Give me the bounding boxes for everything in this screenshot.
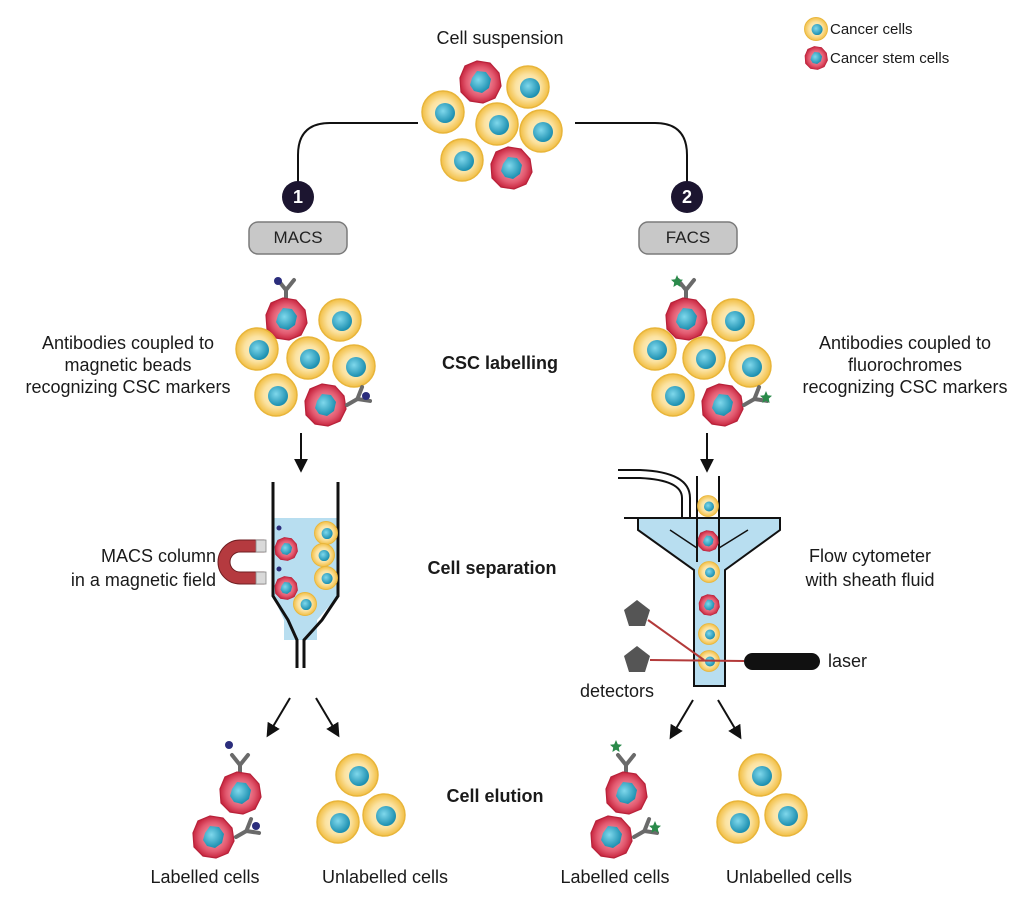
magnetic-bead-icon: [362, 392, 370, 400]
cancer-cell: [716, 800, 760, 844]
facs-labelling-desc-line-3: recognizing CSC markers: [802, 377, 1008, 397]
facs-box: [638, 221, 738, 255]
arrow-icon: [717, 699, 742, 740]
magnetic-bead-icon: [225, 741, 233, 749]
cancer-cell: [506, 65, 550, 109]
detector-icon: [624, 600, 650, 626]
cancer-cell: [421, 90, 465, 134]
macs-labelled-cells: [192, 741, 262, 859]
cancer-cell: [651, 373, 695, 417]
cancer-cell: [633, 327, 677, 371]
facs-labelled-cells: [590, 740, 661, 859]
facs-label: FACS: [665, 228, 711, 247]
macs-separation-desc-line-2: in a magnetic field: [70, 570, 216, 590]
cancer-cell: [254, 373, 298, 417]
cancer-cell: [318, 298, 362, 342]
cancer-stem-cell: [459, 60, 502, 104]
arrow-icon: [315, 697, 340, 738]
macs-box: [248, 221, 348, 255]
flow-cytometer: [618, 469, 820, 687]
cancer-cell: [728, 344, 772, 388]
cancer-stem-cell: [590, 815, 633, 859]
facs-unlabelled-caption: Unlabelled cells: [725, 867, 853, 887]
stage-csc-labelling: CSC labelling: [441, 353, 558, 373]
cancer-stem-cell: [701, 383, 744, 427]
facs-separation-desc-line-1: Flow cytometer: [808, 546, 932, 566]
cell-suspension-cluster: [421, 60, 563, 190]
cancer-stem-cell: [665, 297, 708, 341]
cancer-cell: [698, 623, 720, 645]
cancer-cell: [764, 793, 808, 837]
cancer-cell: [697, 495, 719, 517]
macs-labelling-cluster: [235, 277, 376, 427]
macs-labelled-caption: Labelled cells: [150, 867, 260, 887]
arrow-icon: [266, 697, 291, 738]
cancer-cell: [440, 138, 484, 182]
facs-labelling-desc-line-1: Antibodies coupled to: [818, 333, 992, 353]
laser-icon: [744, 653, 820, 670]
cancer-cell: [286, 336, 330, 380]
laser-label: laser: [828, 651, 868, 671]
cancer-cell-icon: [804, 17, 828, 41]
cancer-cell: [314, 521, 338, 545]
step-2-circle: [671, 181, 703, 213]
cancer-cell: [698, 561, 720, 583]
cancer-cell: [711, 298, 755, 342]
cancer-stem-cell: [490, 146, 533, 190]
step-1-circle: [282, 181, 314, 213]
macs-unlabelled-cells: [316, 753, 406, 844]
cancer-cell: [519, 109, 563, 153]
cancer-cell: [475, 102, 519, 146]
stage-cell-elution: Cell elution: [446, 786, 544, 806]
fluorochrome-icon: [610, 740, 622, 752]
macs-labelling-desc-line-2: magnetic beads: [64, 355, 192, 375]
cancer-stem-cell: [605, 771, 648, 815]
macs-labelling-desc-line-1: Antibodies coupled to: [41, 333, 215, 353]
cancer-stem-cell: [304, 383, 347, 427]
cancer-cell: [293, 592, 317, 616]
cancer-cell: [682, 336, 726, 380]
magnetic-bead-icon: [252, 822, 260, 830]
arrow-icon: [669, 699, 694, 740]
cancer-stem-cell: [219, 771, 262, 815]
cancer-cell: [332, 344, 376, 388]
macs-labelling-desc-line-3: recognizing CSC markers: [25, 377, 231, 397]
facs-unlabelled-cells: [716, 753, 808, 844]
macs-column: [271, 482, 340, 668]
connector-facs: [575, 122, 688, 183]
facs-separation-desc-line-2: with sheath fluid: [805, 570, 935, 590]
step-1-number: 1: [292, 187, 303, 207]
stage-cell-separation: Cell separation: [427, 558, 557, 578]
cancer-cell: [335, 753, 379, 797]
cancer-cell: [316, 800, 360, 844]
facs-labelling-desc-line-2: fluorochromes: [847, 355, 963, 375]
macs-label: MACS: [273, 228, 323, 247]
step-2-number: 2: [681, 187, 692, 207]
facs-labelling-cluster: [633, 275, 772, 427]
connector-macs: [297, 122, 418, 183]
cancer-cell: [738, 753, 782, 797]
magnet-icon: [217, 539, 267, 585]
detector-icon: [624, 646, 650, 672]
cell-suspension-title: Cell suspension: [436, 28, 564, 48]
cancer-stem-cell-icon: [804, 46, 828, 70]
macs-separation-desc-line-1: MACS column: [100, 546, 216, 566]
legend-cancer-cells: Cancer cells: [830, 21, 913, 38]
cancer-stem-cell: [192, 815, 235, 859]
facs-labelled-caption: Labelled cells: [560, 867, 670, 887]
macs-unlabelled-caption: Unlabelled cells: [321, 867, 449, 887]
legend-cancer-stem-cells: Cancer stem cells: [830, 50, 950, 67]
cancer-cell: [314, 566, 338, 590]
cancer-cell: [311, 543, 335, 567]
magnetic-bead-icon: [274, 277, 282, 285]
antibody-icon: [738, 385, 770, 414]
detectors-label: detectors: [580, 681, 655, 701]
